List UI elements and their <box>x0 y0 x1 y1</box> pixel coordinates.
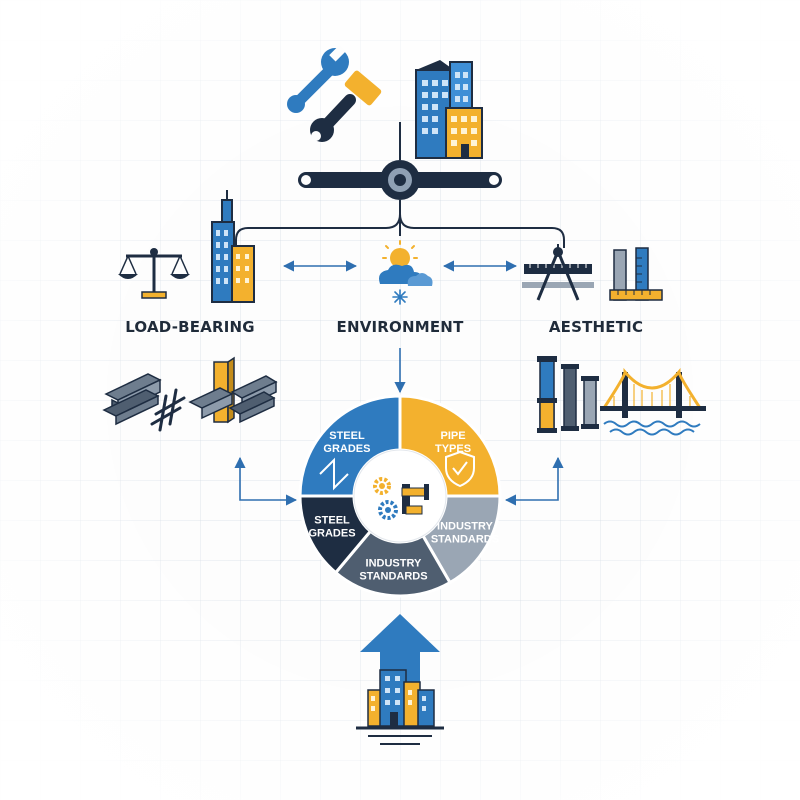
shield-check-icon <box>445 450 475 488</box>
wrench-icon <box>287 45 349 113</box>
drafting-compass-icon <box>522 244 594 301</box>
pipes-icon <box>537 356 599 433</box>
skyscraper-icon <box>211 190 255 303</box>
sun-cloud-snow-icon <box>379 240 433 305</box>
steel-graph-icon <box>319 457 349 491</box>
pipe-fitting-icon <box>401 484 429 515</box>
load-bearing-label: LOAD-BEARING <box>125 318 255 336</box>
connector-hub <box>235 122 565 248</box>
environment-label: ENVIRONMENT <box>336 318 464 336</box>
bridge-icon <box>600 367 706 436</box>
steel-beams-icon <box>102 356 278 432</box>
aesthetic-label: AESTHETIC <box>548 318 644 336</box>
hammer-icon <box>310 70 382 142</box>
balance-scale-icon <box>118 248 190 299</box>
connector-arrows <box>234 260 564 506</box>
up-arrow-building-icon <box>356 614 444 745</box>
wheel-center <box>353 449 447 543</box>
building-icon <box>415 60 483 159</box>
ruler-column-icon <box>609 247 663 301</box>
gears-icon <box>373 477 398 520</box>
